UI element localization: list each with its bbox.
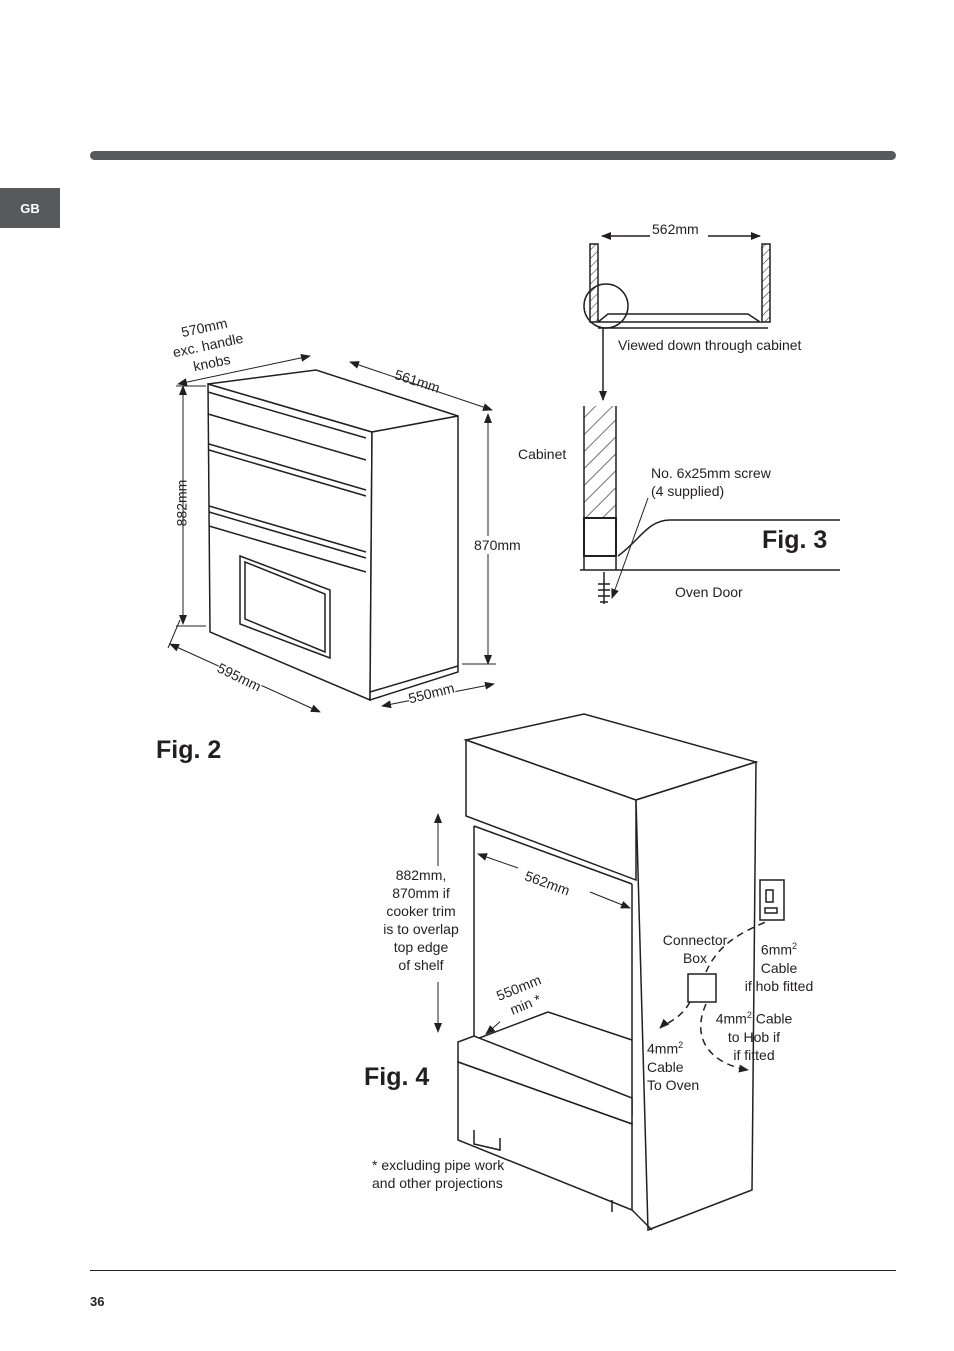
fig2-dim-882: 882mm xyxy=(173,479,190,527)
fig4-connector-line1: Connector xyxy=(662,932,728,948)
fig4-footnote-line2: and other projections xyxy=(372,1175,503,1191)
fig4-height-line5: top edge xyxy=(393,939,449,955)
fig3-screw-line1: No. 6x25mm screw xyxy=(651,465,771,481)
language-tab: GB xyxy=(0,188,60,228)
fig4-cable6-line1: 6mm2 xyxy=(760,941,798,958)
fig4-cable-oven-line1: 4mm2 xyxy=(647,1040,684,1057)
fig4-height-line1: 882mm, xyxy=(395,867,447,883)
fig4-housing-drawing xyxy=(457,713,785,1232)
fig3-title: Fig. 3 xyxy=(762,526,828,554)
fig3-cabinet-label: Cabinet xyxy=(518,446,567,462)
fig4-height-line6: of shelf xyxy=(398,957,444,973)
fig4-cable-oven-line3: To Oven xyxy=(647,1076,700,1093)
fig3-dim-562: 562mm xyxy=(652,220,699,238)
footer-rule xyxy=(90,1270,896,1271)
fig3-drawing xyxy=(580,232,840,604)
fig4-cable-hob-line1: 4mm2 Cable xyxy=(715,1010,793,1027)
header-rule xyxy=(90,151,896,160)
fig3-screw-line2: (4 supplied) xyxy=(651,483,725,499)
fig4-height-line2: 870mm if xyxy=(392,885,450,901)
fig4-height-line3: cooker trim xyxy=(386,903,456,919)
fig2-title: Fig. 2 xyxy=(156,736,222,764)
fig3-oven-door-label: Oven Door xyxy=(675,584,743,600)
fig4-title: Fig. 4 xyxy=(364,1063,430,1091)
fig4-cable-oven-line2: Cable xyxy=(647,1058,684,1075)
fig2-dim-870: 870mm xyxy=(474,536,521,554)
fig4-cable-paths xyxy=(659,919,771,1073)
fig4-cable6-line2: Cable xyxy=(760,959,798,976)
fig4-cable6-line3: if hob fitted xyxy=(744,977,814,994)
fig2-oven-drawing xyxy=(207,369,459,702)
fig4-cable-hob-line3: if fitted xyxy=(733,1046,775,1063)
fig4-footnote-line1: * excluding pipe work xyxy=(372,1157,505,1173)
fig4-height-line4: is to overlap xyxy=(383,921,459,937)
fig3-viewed-note: Viewed down through cabinet xyxy=(618,337,802,353)
fig4-cable-hob-line2: to Hob if xyxy=(727,1028,781,1045)
page-number: 36 xyxy=(90,1294,105,1309)
fig4-connector-line2: Box xyxy=(682,950,708,966)
